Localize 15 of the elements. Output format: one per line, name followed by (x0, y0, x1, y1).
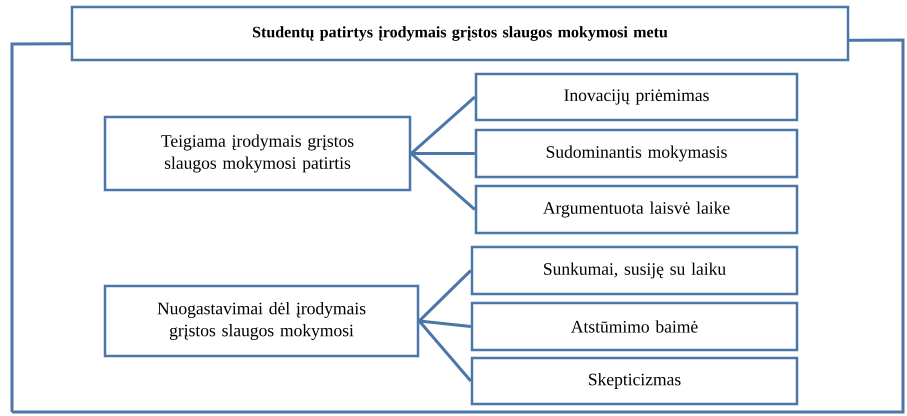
category-box: Teigiama įrodymais grįstos slaugos mokymosi patirtis (104, 116, 412, 192)
category-box: Sudominantis mokymasis (474, 128, 798, 178)
category-box: Atstūmimo baimė (470, 302, 798, 352)
category-box: Nuogastavimai dėl įrodymais grįstos slaugos mokymosi (104, 284, 420, 358)
category-box: Sunkumai, susiję su laiku (470, 246, 798, 296)
title-box: Studentų patirtys įrodymais grįstos slaugos mokymosi metu (70, 6, 850, 62)
category-box: Inovacijų priėmimas (474, 72, 798, 122)
connector-line (411, 152, 475, 155)
connector-line (410, 96, 476, 155)
connector-line (418, 269, 472, 322)
category-box: Argumentuota laisvė laike (474, 184, 798, 234)
category-box: Skepticizmas (470, 356, 798, 406)
connector-line (418, 320, 472, 382)
connector-line (419, 320, 471, 328)
connector-line (410, 152, 476, 211)
